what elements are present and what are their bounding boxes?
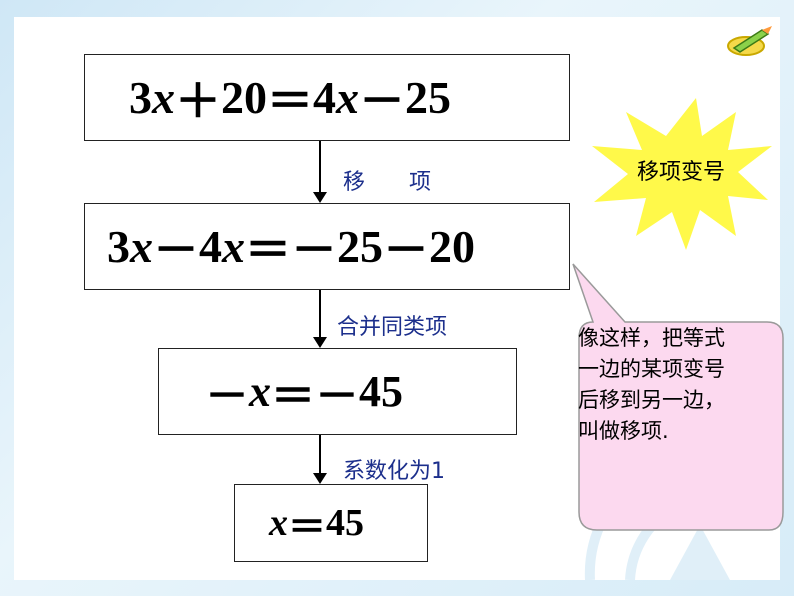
variable: x <box>336 72 359 123</box>
equals-sign: ＝ <box>245 224 291 276</box>
constant: 25 <box>337 221 383 272</box>
operator: － <box>205 371 249 421</box>
coefficient: 4 <box>313 72 336 123</box>
step-label-combine: 合并同类项 <box>337 315 448 340</box>
arrow-down-icon <box>313 141 327 203</box>
starburst-text: 移项变号 <box>636 160 725 185</box>
constant: 25 <box>405 72 451 123</box>
operator: － <box>359 75 405 127</box>
operator: － <box>383 224 429 276</box>
operator: － <box>291 224 337 276</box>
constant: 20 <box>221 72 267 123</box>
constant: 20 <box>429 221 475 272</box>
operator: － <box>315 371 359 421</box>
step-label-coefficient: 系数化为1 <box>343 459 445 484</box>
operator: － <box>153 224 199 276</box>
callout-line: 后移到另一边， <box>578 388 725 412</box>
step-label-transpose: 移 项 <box>343 170 432 195</box>
speech-callout <box>572 263 784 531</box>
constant: 45 <box>359 367 403 416</box>
variable: x <box>222 221 245 272</box>
constant: 45 <box>326 502 365 544</box>
arrow-down-icon <box>313 290 327 348</box>
callout-line: 叫做移项. <box>578 419 669 443</box>
variable: x <box>130 221 153 272</box>
callout-text: 像这样，把等式 一边的某项变号 后移到另一边， 叫做移项. <box>578 323 768 447</box>
variable: x <box>152 72 175 123</box>
arrow-down-icon <box>313 435 327 484</box>
equation-box-solution: x＝45 <box>234 484 428 562</box>
variable: x <box>249 367 271 416</box>
equals-sign: ＝ <box>267 75 313 127</box>
pencil-logo-icon <box>727 26 772 56</box>
variable: x <box>269 502 288 544</box>
equals-sign: ＝ <box>271 371 315 421</box>
equation-box-combined: －x＝－45 <box>158 348 517 435</box>
starburst-shape <box>592 98 772 250</box>
coefficient: 3 <box>107 221 130 272</box>
callout-line: 一边的某项变号 <box>578 357 725 381</box>
operator: ＋ <box>175 75 221 127</box>
equals-sign: ＝ <box>288 506 327 549</box>
coefficient: 3 <box>129 72 152 123</box>
coefficient: 4 <box>199 221 222 272</box>
callout-line: 像这样，把等式 <box>578 326 725 350</box>
